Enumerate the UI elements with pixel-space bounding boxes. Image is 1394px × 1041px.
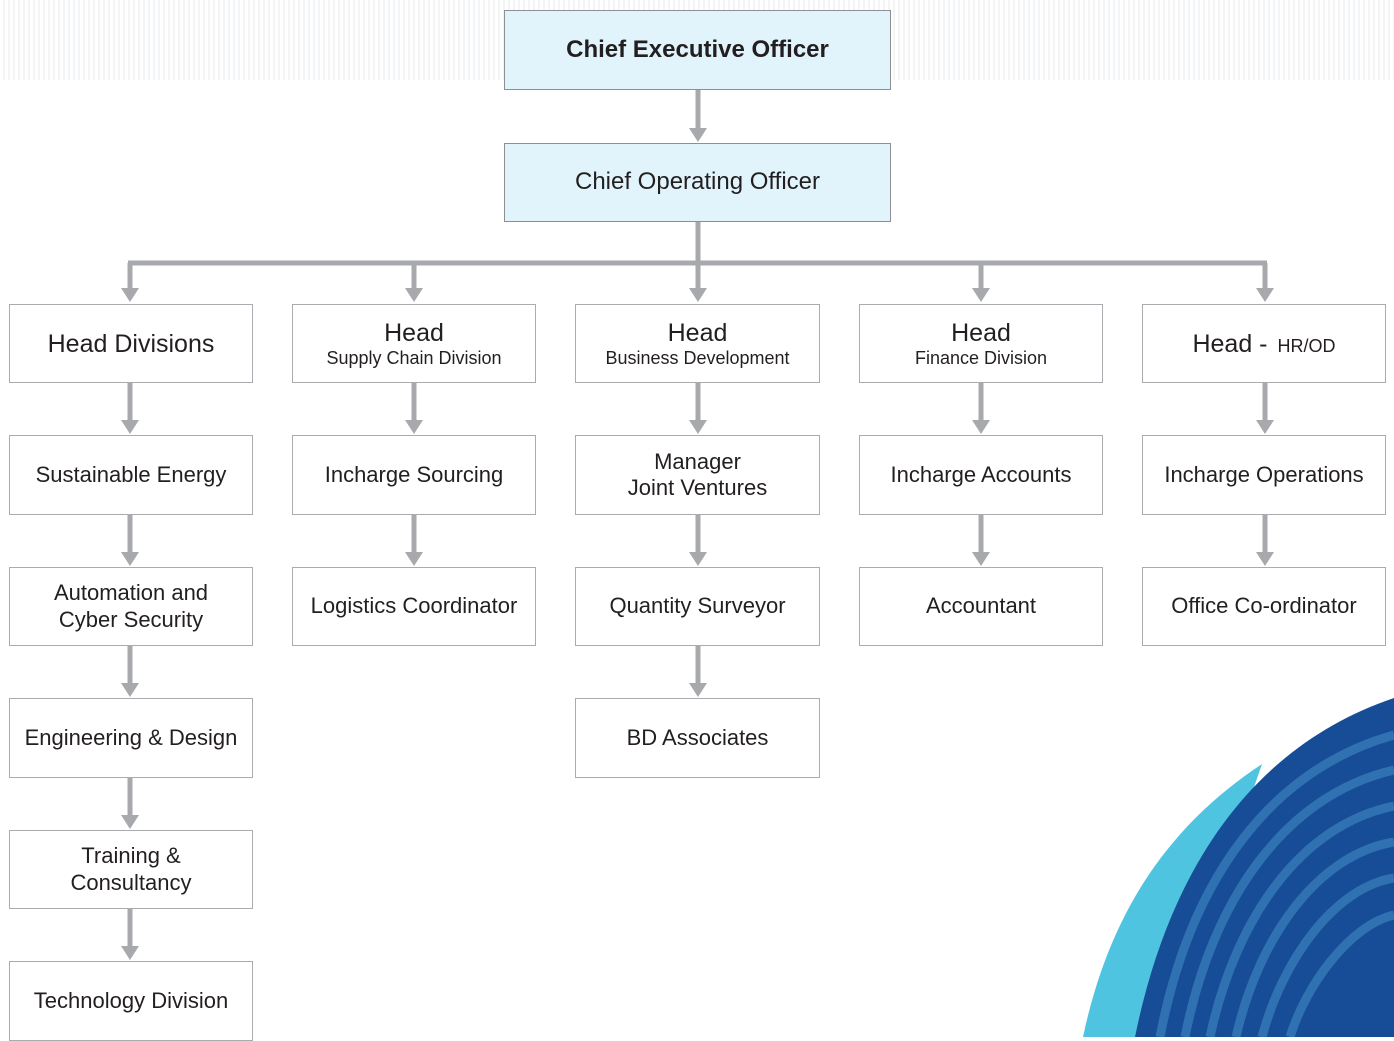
head-business-development-box: Head Business Development [575,304,820,383]
technology-division-box: Technology Division [9,961,253,1041]
head-supply-chain-box: Head Supply Chain Division [292,304,536,383]
incharge-accounts-box: Incharge Accounts [859,435,1103,515]
head-business-development-title: Head [667,318,728,347]
bd-associates-label: BD Associates [626,724,769,750]
head-finance-box: Head Finance Division [859,304,1103,383]
incharge-accounts-label: Incharge Accounts [890,461,1072,487]
arrow-col1-step5-head [121,946,139,960]
arrow-ceo-coo-head [689,128,707,142]
arrow-col3-step1-head [689,420,707,434]
office-coordinator-label: Office Co-ordinator [1171,593,1357,619]
ceo-label: Chief Executive Officer [566,35,829,63]
incharge-operations-box: Incharge Operations [1142,435,1386,515]
head-hr-od-heading: Head - HR/OD [1192,329,1335,359]
sustainable-energy-label: Sustainable Energy [35,461,227,487]
ceo-box: Chief Executive Officer [504,10,891,90]
arrow-col1-step3-head [121,683,139,697]
head-divisions-box: Head Divisions [9,304,253,383]
head-finance-subtitle: Finance Division [914,347,1048,368]
arrow-bus-head-5-head [1256,288,1274,302]
incharge-sourcing-label: Incharge Sourcing [324,461,504,487]
arrow-bus-head-2-head [405,288,423,302]
logistics-coordinator-label: Logistics Coordinator [310,593,518,619]
arrow-col4-step2-head [972,552,990,566]
coo-label: Chief Operating Officer [574,168,820,196]
arrow-col4-step1-head [972,420,990,434]
manager-joint-ventures-label: Manager Joint Ventures [627,448,768,500]
head-hr-od-subtitle: HR/OD [1277,335,1336,356]
automation-cyber-security-box: Automation and Cyber Security [9,567,253,646]
head-business-development-subtitle: Business Development [605,347,790,368]
head-supply-chain-title: Head [384,318,444,347]
arrow-bus-head-3-head [689,288,707,302]
arrow-col2-step1-head [405,420,423,434]
swoosh-stripes [1155,730,1394,1037]
swoosh-dark-band [1135,698,1394,1037]
sustainable-energy-box: Sustainable Energy [9,435,253,515]
quantity-surveyor-box: Quantity Surveyor [575,567,820,646]
engineering-design-label: Engineering & Design [24,724,238,750]
bd-associates-box: BD Associates [575,698,820,778]
arrow-col3-step2-head [689,552,707,566]
coo-box: Chief Operating Officer [504,143,891,222]
technology-division-label: Technology Division [33,987,229,1013]
arrow-col5-step2-head [1256,552,1274,566]
arrow-bus-head-1-head [121,288,139,302]
arrow-col5-step1-head [1256,420,1274,434]
head-divisions-title: Head Divisions [47,329,215,358]
head-hr-od-box: Head - HR/OD [1142,304,1386,383]
head-hr-od-title: Head - [1192,329,1268,358]
automation-cyber-security-label: Automation and Cyber Security [53,580,209,632]
quantity-surveyor-label: Quantity Surveyor [609,593,786,619]
logistics-coordinator-box: Logistics Coordinator [292,567,536,646]
accountant-box: Accountant [859,567,1103,646]
incharge-operations-label: Incharge Operations [1164,461,1364,487]
office-coordinator-box: Office Co-ordinator [1142,567,1386,646]
arrow-bus-head-4-head [972,288,990,302]
engineering-design-box: Engineering & Design [9,698,253,778]
head-supply-chain-subtitle: Supply Chain Division [326,347,502,368]
incharge-sourcing-box: Incharge Sourcing [292,435,536,515]
arrow-col1-step1-head [121,420,139,434]
manager-joint-ventures-box: Manager Joint Ventures [575,435,820,515]
arrow-col1-step2-head [121,552,139,566]
head-finance-title: Head [951,318,1011,347]
arrow-col3-step3-head [689,683,707,697]
training-consultancy-label: Training & Consultancy [70,843,192,895]
arrow-col2-step2-head [405,552,423,566]
connector-group [121,90,1274,960]
arrow-col1-step4-head [121,815,139,829]
accountant-label: Accountant [925,593,1037,619]
training-consultancy-box: Training & Consultancy [9,830,253,909]
